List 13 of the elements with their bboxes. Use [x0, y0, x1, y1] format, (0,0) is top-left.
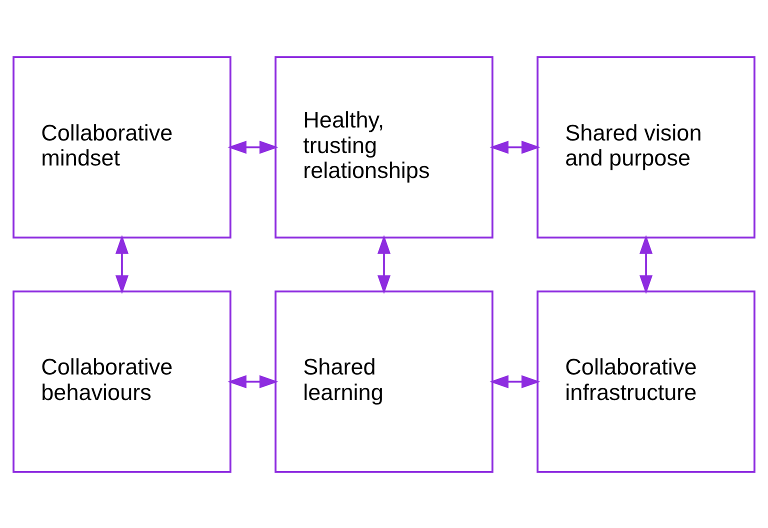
arrow	[228, 140, 278, 154]
node-box: Healthy, trusting relationships	[274, 56, 494, 238]
node-box: Collaborative behaviours	[12, 290, 232, 472]
arrow	[115, 234, 129, 294]
arrow	[490, 140, 540, 154]
node-box: Shared vision and purpose	[536, 56, 756, 238]
arrow	[228, 374, 278, 388]
node-box: Collaborative mindset	[12, 56, 232, 238]
node-box: Collaborative infrastructure	[536, 290, 756, 472]
arrow	[377, 234, 391, 294]
node-box: Shared learning	[274, 290, 494, 472]
arrow	[490, 374, 540, 388]
arrow	[639, 234, 653, 294]
